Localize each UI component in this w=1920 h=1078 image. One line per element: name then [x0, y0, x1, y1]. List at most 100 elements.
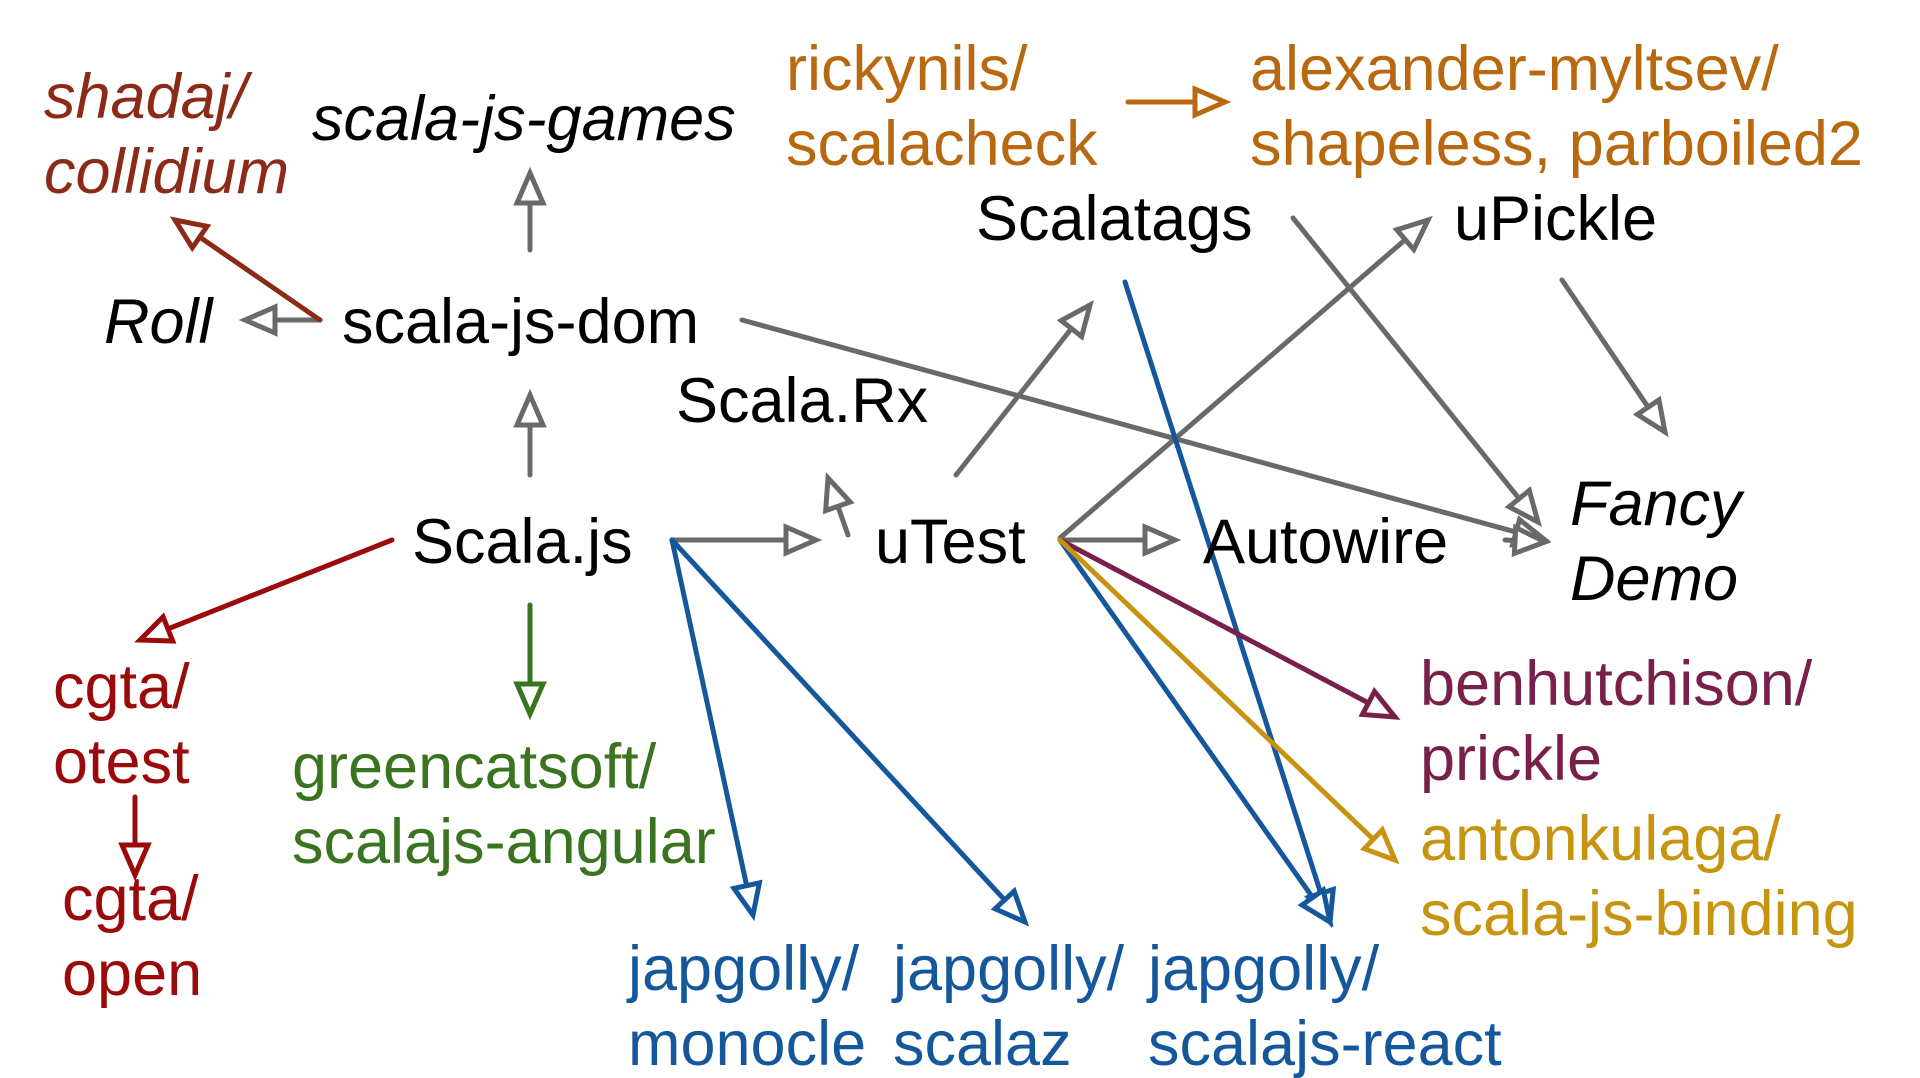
edge-line — [1057, 537, 1316, 901]
arrowhead-icon — [118, 842, 152, 882]
arrowhead-icon — [238, 303, 278, 337]
node-label-prickle-line1: benhutchison/ — [1420, 649, 1813, 719]
node-scala-rx: Scala.Rx — [676, 366, 928, 436]
node-label-scala-js-line1: Scala.js — [412, 507, 633, 577]
node-label-shadaj-line1: shadaj/ — [44, 62, 253, 132]
node-label-angular-line2: scalajs-angular — [292, 807, 716, 877]
edge-rickynils-to-alexander — [1125, 85, 1232, 119]
edges-layer — [118, 85, 1669, 928]
edge-utest-to-scala-rx — [822, 472, 855, 538]
node-binding: antonkulaga/scala-js-binding — [1420, 804, 1858, 949]
node-scala-js: Scala.js — [412, 507, 633, 577]
node-label-react-line1: japgolly/ — [1146, 934, 1380, 1004]
nodes-layer: shadaj/collidium scala-js-games rickynils/… — [44, 34, 1863, 1078]
edge-autowire-to-fancy-demo — [1502, 523, 1552, 558]
arrowhead-icon — [990, 886, 1030, 927]
edge-utest-to-binding — [1057, 537, 1400, 865]
node-open: cgta/open — [62, 864, 202, 1009]
arrowhead-icon — [1056, 300, 1094, 341]
node-autowire: Autowire — [1203, 507, 1448, 577]
node-otest: cgta/otest — [53, 652, 190, 797]
edge-scala-js-to-utest — [669, 523, 823, 557]
edge-line — [1290, 215, 1522, 502]
node-rickynils: rickynils/scalacheck — [786, 34, 1098, 179]
edge-scalatags-to-fancy-demo — [1290, 215, 1542, 527]
node-scala-js-dom: scala-js-dom — [342, 287, 699, 357]
edge-line — [669, 537, 750, 889]
node-label-monocle-line1: japgolly/ — [626, 934, 860, 1004]
node-label-upickle-line1: uPickle — [1454, 184, 1657, 254]
edge-scala-js-dom-to-shadaj — [169, 216, 323, 323]
node-label-otest-line2: otest — [53, 727, 190, 797]
node-angular: greencatsoft/scalajs-angular — [292, 732, 716, 877]
arrowhead-icon — [1511, 523, 1552, 558]
node-utest: uTest — [875, 507, 1026, 577]
node-label-prickle-line2: prickle — [1420, 724, 1602, 794]
node-roll: Roll — [104, 287, 215, 357]
node-label-react-line2: scalajs-react — [1148, 1009, 1502, 1078]
edge-line — [1559, 277, 1651, 410]
arrowhead-icon — [134, 612, 177, 644]
node-label-utest-line1: uTest — [875, 507, 1026, 577]
node-scalaz: japgolly/scalaz — [891, 934, 1125, 1078]
node-label-binding-line2: scala-js-binding — [1420, 879, 1858, 949]
edge-utest-to-prickle — [1057, 537, 1401, 720]
node-label-rickynils-line2: scalacheck — [786, 109, 1098, 179]
node-label-alexander-line1: alexander-myltsev/ — [1250, 34, 1779, 104]
node-shadaj: shadaj/collidium — [44, 62, 289, 207]
node-label-scalaz-line1: japgolly/ — [891, 934, 1125, 1004]
node-alexander: alexander-myltsev/shapeless, parboiled2 — [1250, 34, 1863, 179]
arrowhead-icon — [169, 216, 212, 253]
node-label-rickynils-line1: rickynils/ — [786, 34, 1028, 104]
edge-line — [165, 537, 395, 632]
node-label-scalatags-line1: Scalatags — [976, 184, 1253, 254]
arrowhead-icon — [822, 472, 855, 515]
node-react: japgolly/scalajs-react — [1146, 934, 1502, 1078]
edge-line — [1057, 537, 1376, 842]
node-prickle: benhutchison/prickle — [1420, 649, 1813, 794]
edge-utest-to-autowire — [1057, 523, 1182, 557]
node-upickle: uPickle — [1454, 184, 1657, 254]
node-label-roll-line1: Roll — [104, 287, 215, 357]
node-scalatags: Scalatags — [976, 184, 1253, 254]
edge-scala-js-to-scalaz — [669, 537, 1030, 927]
arrowhead-icon — [1392, 215, 1433, 254]
node-label-open-line1: cgta/ — [62, 864, 199, 934]
node-label-fancy-demo-line2: Demo — [1570, 544, 1738, 614]
edge-scalatags-to-react — [1122, 279, 1337, 928]
arrowhead-icon — [513, 166, 547, 206]
arrowhead-icon — [513, 388, 547, 428]
arrowhead-icon — [1632, 395, 1669, 438]
node-label-monocle-line2: monocle — [628, 1009, 866, 1078]
edge-scala-js-to-angular — [513, 602, 547, 721]
arrowhead-icon — [1297, 885, 1334, 928]
node-label-angular-line1: greencatsoft/ — [292, 732, 657, 802]
edge-utest-to-react — [1057, 537, 1334, 928]
arrowhead-icon — [1359, 825, 1400, 865]
edge-scala-js-to-otest — [134, 537, 395, 644]
node-label-scala-rx-line1: Scala.Rx — [676, 366, 928, 436]
edge-otest-to-open — [118, 794, 152, 882]
edge-line — [1057, 237, 1408, 541]
node-label-open-line2: open — [62, 939, 202, 1009]
edge-upickle-to-fancy-demo — [1559, 277, 1669, 438]
node-label-scala-js-dom-line1: scala-js-dom — [342, 287, 699, 357]
arrowhead-icon — [783, 523, 823, 557]
node-scala-js-games: scala-js-games — [312, 84, 736, 154]
edge-scala-rx-to-scalatags — [953, 300, 1094, 478]
node-label-binding-line1: antonkulaga/ — [1420, 804, 1781, 874]
edge-line — [197, 234, 323, 323]
edge-scala-js-dom-to-scala-js-games — [513, 166, 547, 253]
node-label-scala-js-games-line1: scala-js-games — [312, 84, 736, 154]
arrowhead-icon — [513, 681, 547, 721]
edge-line — [835, 503, 851, 538]
edge-scala-js-dom-to-roll — [238, 303, 323, 337]
arrowhead-icon — [729, 879, 763, 922]
node-label-otest-line1: cgta/ — [53, 652, 190, 722]
edge-line — [739, 317, 1519, 535]
node-label-autowire-line1: Autowire — [1203, 507, 1448, 577]
node-label-shadaj-line2: collidium — [44, 137, 289, 207]
arrowhead-icon — [1192, 85, 1232, 119]
edge-line — [953, 326, 1074, 478]
